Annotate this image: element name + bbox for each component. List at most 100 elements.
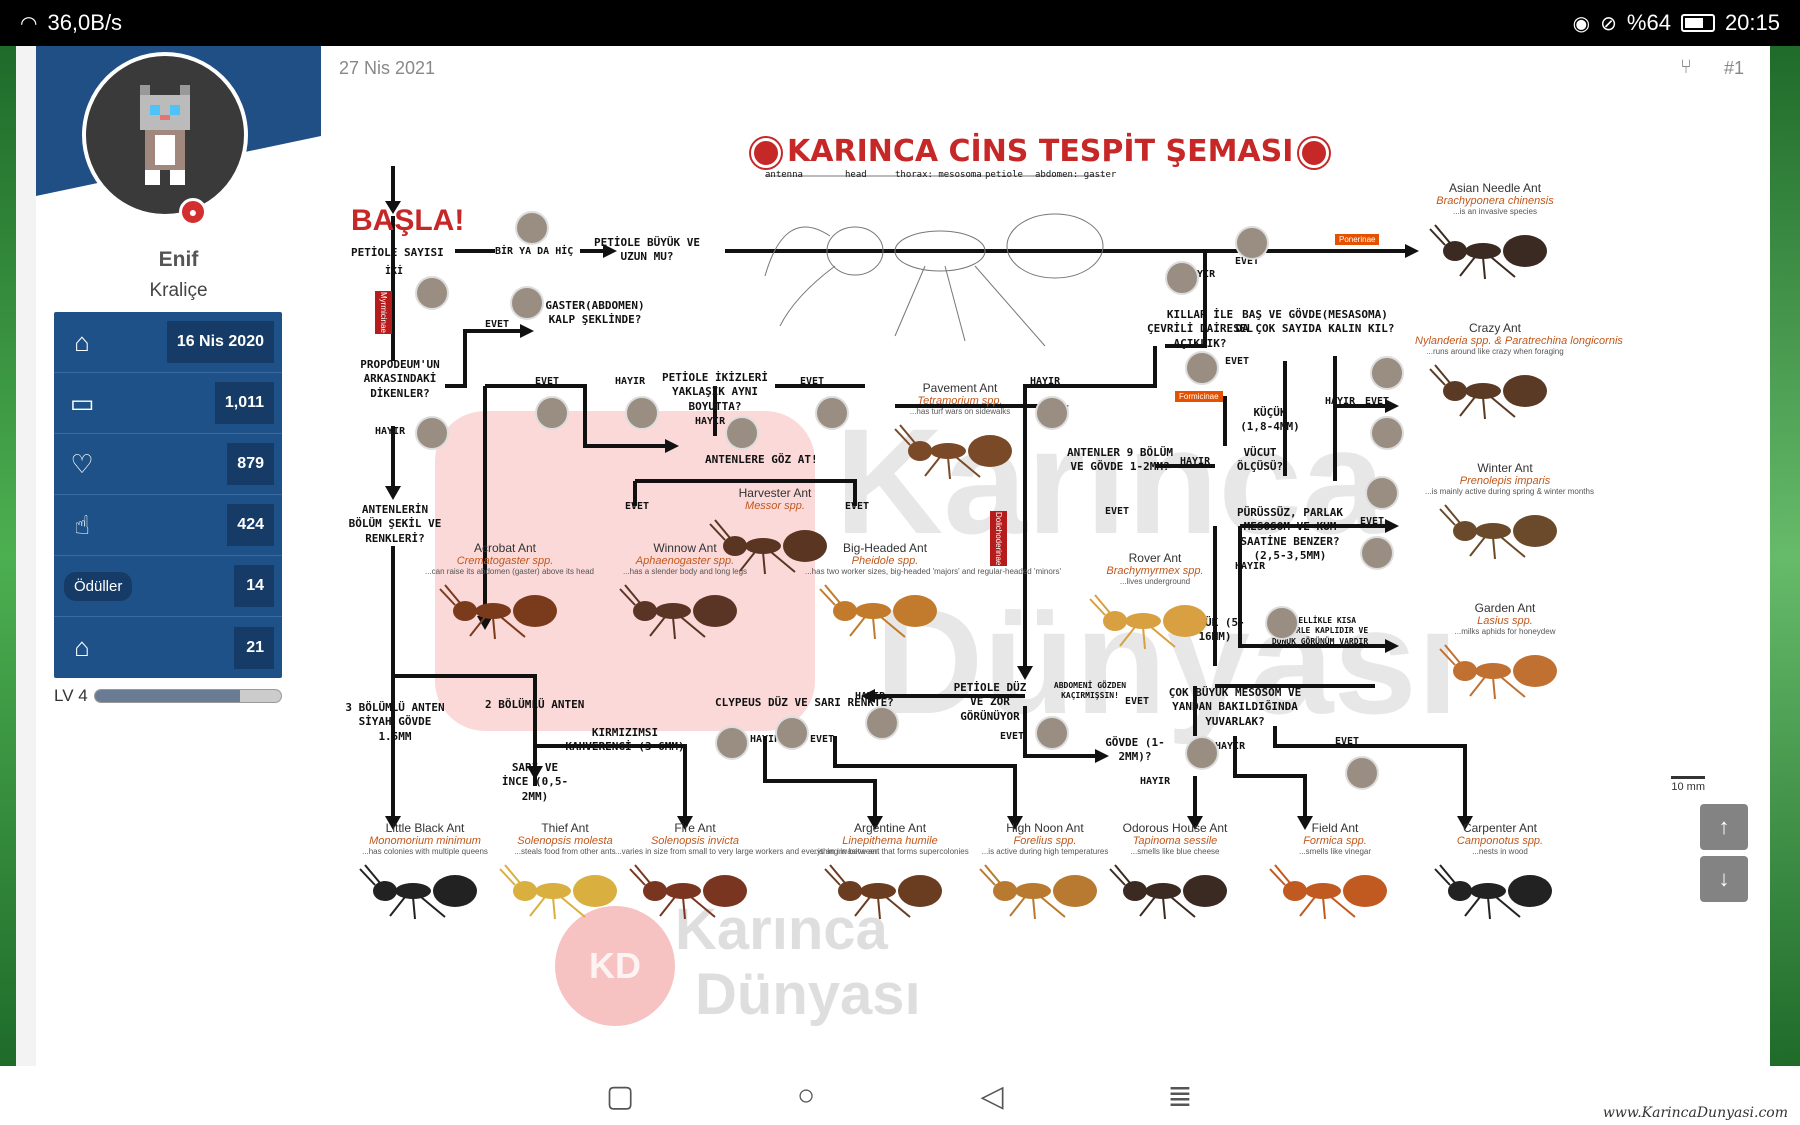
question-antenna-9: ANTENLER 9 BÖLÜM VE GÖVDE 1-2MM? [1067, 446, 1173, 474]
username[interactable]: Enif [158, 248, 199, 271]
label-no: HAYIR [1030, 376, 1061, 387]
recent-apps-button[interactable]: ▢ [605, 1079, 635, 1113]
awards-link[interactable]: Ödüller [64, 571, 133, 601]
post-date[interactable]: 27 Nis 2021 [339, 58, 436, 78]
question-body-1-2mm: GÖVDE (1-2MM)? [1105, 736, 1165, 764]
tag-formicinae: Formicinae [1175, 391, 1223, 402]
ant-common-name: Argentine Ant [853, 821, 927, 835]
ant-common-name: Rover Ant [1128, 551, 1182, 565]
label-no: HAYIR [855, 691, 886, 702]
ant-scientific-name: Lasius spp. [1477, 615, 1533, 627]
ant-description: ...has two worker sizes, big-headed 'maj… [805, 567, 1062, 576]
flowchart-arrows [385, 166, 1473, 830]
ant-common-name: Little Black Ant [385, 821, 465, 835]
ant-photo [824, 863, 942, 919]
label-yes: EVET [1235, 256, 1260, 267]
ant-photo [1434, 863, 1552, 919]
question-body-size: VÜCUT ÖLÇÜSÜ? [1236, 446, 1284, 474]
level-indicator: LV 4 [54, 686, 282, 706]
ant-photo [1439, 643, 1557, 699]
watermark-bottom-2: Dünyası [695, 962, 921, 1027]
ant-photo-thumbnail [725, 416, 759, 450]
reaction-count: 879 [227, 443, 274, 485]
eye-icon: ◉ [1572, 12, 1591, 35]
label-no: HAYIR [1325, 396, 1356, 407]
home-button[interactable]: ○ [796, 1079, 816, 1112]
label-no: HAYIR [695, 416, 726, 427]
ant-identification-chart[interactable]: Karınca Dünyası KD Karınca Dünyası [335, 86, 1755, 1061]
birthday-cake-icon: ⌂ [74, 632, 90, 662]
question-petiole-count: PETİOLE SAYISI [351, 246, 444, 259]
label-no: HAYIR [615, 376, 646, 387]
ant-photo-thumbnail [1235, 226, 1269, 260]
ant-photo-thumbnail [1185, 351, 1219, 385]
anatomy-thorax: thorax: mesosoma [895, 170, 982, 180]
wifi-icon: ◠ [20, 12, 38, 35]
ant-common-name: Harvester Ant [738, 486, 812, 500]
share-icon[interactable]: ⑂ [1680, 56, 1692, 78]
label-two: İKİ [385, 266, 404, 277]
ant-photo-thumbnail [415, 416, 449, 450]
online-status-icon: ● [179, 198, 207, 226]
question-3-segment-antenna: 3 BÖLÜMLÜ ANTEN SİYAH GÖVDE 1.5MM [345, 701, 445, 743]
label-yes: EVET [535, 376, 560, 387]
label-yes: EVET [810, 734, 835, 745]
ant-common-name: High Noon Ant [1006, 821, 1084, 835]
notifications-pull-down-icon[interactable]: ≣ [1167, 1079, 1193, 1113]
ant-photo [499, 863, 617, 919]
ant-description: ...can raise its abdomen (gaster) above … [425, 567, 594, 576]
stat-messages: ▭ 1,011 [54, 373, 282, 434]
label-no: HAYIR [1180, 456, 1211, 467]
ant-photo-thumbnail [1165, 261, 1199, 295]
ant-scientific-name: Monomorium minimum [369, 835, 481, 847]
ant-photo [1439, 503, 1557, 559]
ant-photo-thumbnail [1035, 716, 1069, 750]
watermark-text-2: Dünyası [875, 577, 1459, 745]
ant-scientific-name: Solenopsis molesta [517, 835, 613, 847]
ant-photo [1089, 593, 1207, 649]
tag-dolichoderinae: Dolichoderinae [990, 511, 1007, 567]
battery-percent: %64 [1626, 10, 1671, 35]
scroll-down-button[interactable]: ↓ [1700, 856, 1748, 902]
network-speed: 36,0B/s [47, 10, 123, 35]
ant-photo [619, 583, 737, 639]
label-no: HAYIR [750, 734, 781, 745]
tag-ponerinae: Ponerinae [1335, 234, 1380, 245]
ant-description: ...is an invasive species [1452, 207, 1538, 216]
clock: 20:15 [1724, 10, 1780, 35]
ant-description: ...is active during high temperatures [981, 847, 1109, 856]
label-yes: EVET [845, 501, 870, 512]
ant-photo-thumbnail [1360, 536, 1394, 570]
ant-description: ...is mainly active during spring & wint… [1425, 487, 1594, 496]
ant-description: ...lives underground [1119, 577, 1191, 586]
ant-photo-thumbnail [1345, 756, 1379, 790]
question-short-hairs: GENELLİKLE KISA TÜYLERLE KAPLIDIR VE DON… [1271, 616, 1369, 646]
label-yes: EVET [485, 319, 510, 330]
label-yes: EVET [625, 501, 650, 512]
ant-scientific-name: Crematogaster spp. [456, 555, 554, 567]
ant-description: ...steals food from other ants [514, 847, 616, 856]
ant-photo [1429, 363, 1547, 419]
scroll-up-button[interactable]: ↑ [1700, 804, 1748, 850]
heart-icon: ♡ [70, 448, 94, 479]
back-button[interactable]: ◁ [980, 1079, 1004, 1113]
label-no: HAYIR [1235, 561, 1266, 572]
question-petiole-twins: PETİOLE İKİZLERİ YAKLAŞIK AYNI BOYUTTA? [662, 371, 768, 413]
question-2-segment-antenna: 2 BÖLÜMLÜ ANTEN [485, 698, 585, 711]
thumbs-up-icon: ☝ [74, 509, 90, 540]
ant-common-name: Carpenter Ant [1462, 821, 1538, 835]
ant-scientific-name: Pheidole spp. [851, 555, 919, 567]
avatar[interactable] [82, 52, 248, 218]
label-yes: EVET [1360, 516, 1385, 527]
ant-description: ...runs around like crazy when foraging [1426, 347, 1564, 356]
ant-common-name: Pavement Ant [922, 381, 998, 395]
ant-scientific-name: Tapinoma sessile [1132, 835, 1218, 847]
ant-photo [439, 583, 557, 639]
post-number[interactable]: #1 [1723, 58, 1744, 78]
ant-common-name: Thief Ant [541, 821, 589, 835]
